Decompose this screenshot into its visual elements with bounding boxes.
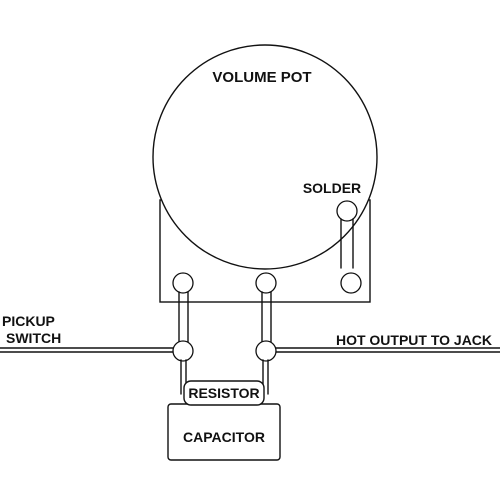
solder-label: SOLDER xyxy=(303,180,361,196)
capacitor-label: CAPACITOR xyxy=(183,429,265,445)
volume-pot-label: VOLUME POT xyxy=(212,69,311,86)
resistor-body xyxy=(183,380,265,406)
pickup-wire xyxy=(0,347,174,353)
pickup-label: PICKUP xyxy=(2,313,55,329)
pot-body xyxy=(152,44,378,270)
resistor-label: RESISTOR xyxy=(188,385,259,401)
hot-output-label: HOT OUTPUT TO JACK xyxy=(336,332,492,348)
output-wire xyxy=(275,347,500,353)
solder-lug xyxy=(336,200,362,294)
pot-lug-left xyxy=(172,272,194,362)
volume-pot xyxy=(152,44,378,303)
switch-label: SWITCH xyxy=(6,330,61,346)
pot-lug-middle xyxy=(255,272,277,362)
